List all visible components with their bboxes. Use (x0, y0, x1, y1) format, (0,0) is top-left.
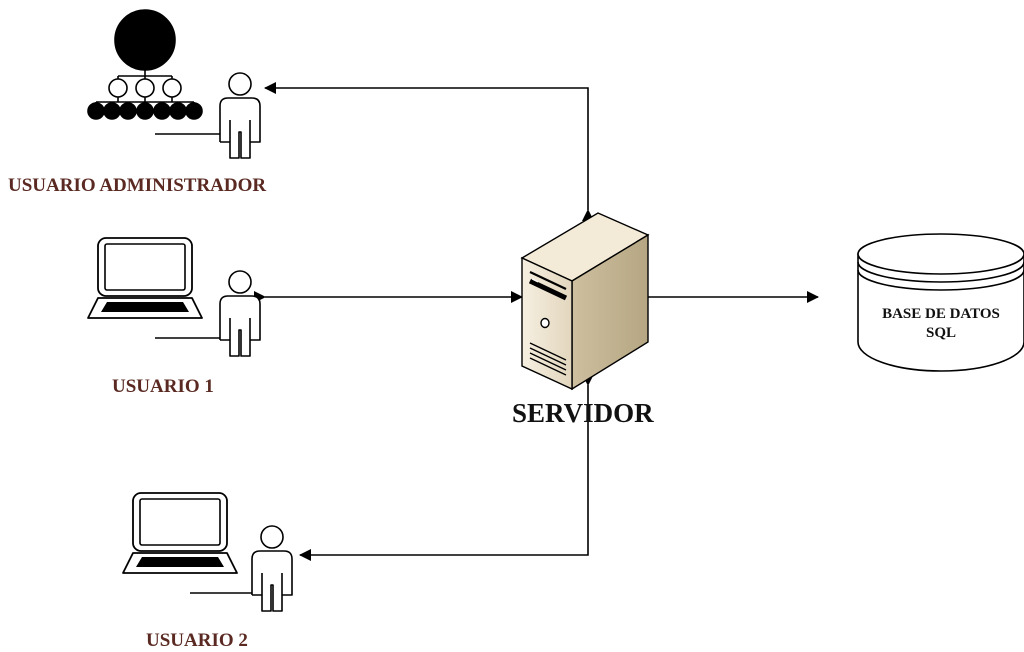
org-chart-icon (87, 9, 203, 120)
server-node: SERVIDOR (512, 212, 654, 428)
connectors (254, 82, 819, 561)
user1-label: USUARIO 1 (112, 376, 214, 397)
connector-user2-server (299, 374, 594, 561)
user2-laptop-icon (122, 492, 238, 574)
database-node: BASE DE DATOS SQL (857, 233, 1024, 372)
server-tower-icon (520, 212, 650, 391)
user1-laptop-icon (87, 237, 203, 319)
admin-person-icon (219, 72, 261, 159)
admin-node: USUARIO ADMINISTRADOR (8, 9, 266, 196)
user2-node: USUARIO 2 (122, 492, 293, 651)
server-label: SERVIDOR (512, 398, 654, 428)
user1-node: USUARIO 1 (87, 237, 261, 397)
database-label-line1: BASE DE DATOS (882, 306, 1000, 322)
user2-person-icon (251, 525, 293, 612)
connector-admin-server (264, 82, 594, 221)
admin-label: USUARIO ADMINISTRADOR (8, 175, 266, 196)
database-label-line2: SQL (926, 325, 956, 341)
database-cylinder-icon (857, 233, 1024, 372)
user1-person-icon (219, 270, 261, 357)
user2-label: USUARIO 2 (146, 630, 248, 651)
